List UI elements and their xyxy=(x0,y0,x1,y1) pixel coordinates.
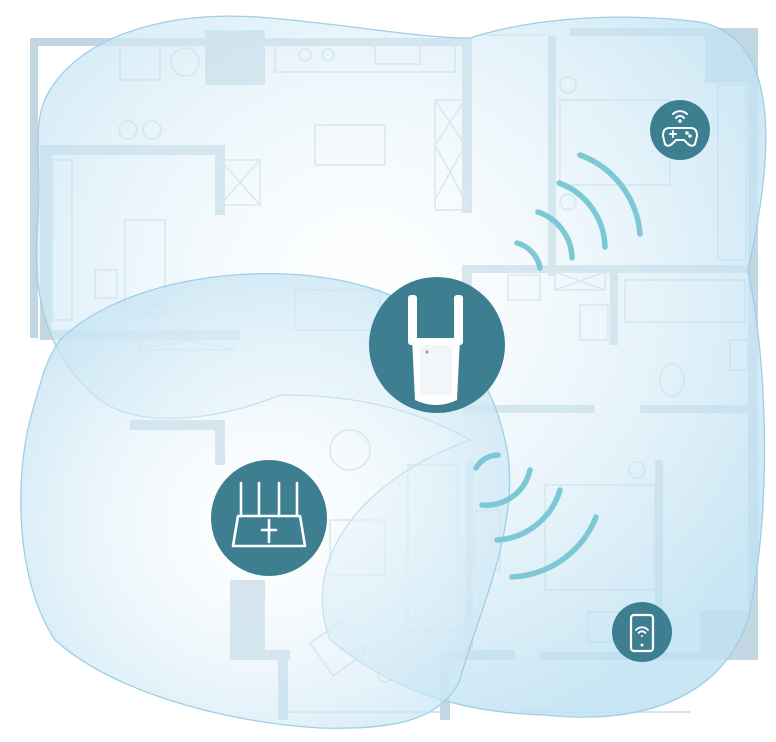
signal-wave-arc xyxy=(514,240,543,271)
signal-wave-arc xyxy=(535,209,575,261)
signal-wave-arc xyxy=(556,180,608,250)
signal-wave-arc xyxy=(509,514,599,580)
signal-wave-arc xyxy=(577,152,643,237)
wifi-phone-icon xyxy=(612,602,672,662)
range-extender-icon xyxy=(369,277,505,413)
signal-wave-arc xyxy=(494,487,563,543)
wifi-gamepad-icon xyxy=(650,100,710,160)
signal-waves-lower-right xyxy=(473,452,599,580)
signal-wave-arc xyxy=(479,467,533,508)
router-icon xyxy=(211,460,327,576)
signal-wave-arc xyxy=(473,452,501,471)
signal-waves-upper-right xyxy=(514,152,643,271)
